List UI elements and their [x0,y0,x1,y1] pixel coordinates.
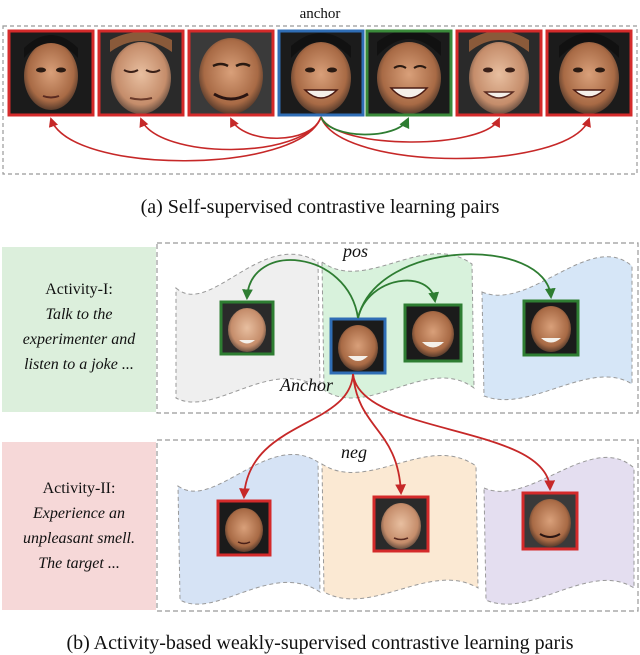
face-image [522,299,580,357]
face-image [365,29,453,117]
face-image [7,29,95,117]
activity1-line: Talk to the [45,306,113,323]
activity1-title: Activity-I: [45,281,113,298]
face-image [219,300,275,356]
face-image [187,29,275,117]
positive-arrow [320,116,410,136]
negative-arrow [352,373,406,496]
face-image [277,29,365,117]
negative-arrows [239,373,556,500]
activity2-line: The target ... [38,555,120,572]
pos-label: pos [343,241,369,261]
activity2-line: Experience an [33,505,125,522]
face-image [455,29,543,117]
negative-arrow [230,116,322,140]
caption-a: (a) Self-supervised contrastive learning… [140,196,500,218]
negative-arrow [320,116,500,143]
positive-arrows [242,253,556,319]
negative-arrow [48,116,322,162]
positive-arrow [357,253,556,319]
anchor-face-image [329,317,387,375]
panel-b [156,242,639,612]
negative-arrow [320,116,591,160]
negative-arrow [352,373,556,492]
panel-a [2,25,638,175]
activity2-box: Activity-II: Experience an unpleasant sm… [2,442,156,610]
activity2-title: Activity-II: [42,480,116,497]
negative-arrows [48,116,591,162]
face-image [521,491,579,551]
face-image [216,499,272,557]
face-image [545,29,633,117]
activity1-line: experimenter and [22,331,136,348]
activity2-region-border [156,439,639,612]
face-strip [7,29,633,117]
positive-arrow [242,259,359,319]
face-image [97,29,185,117]
face-image [403,303,463,363]
face-image [372,495,430,553]
activity1-box: Activity-I: Talk to the experimenter and… [2,247,156,412]
panel-a-border [2,25,638,175]
negative-arrow [239,373,354,500]
caption-b: (b) Activity-based weakly-supervised con… [66,632,574,654]
neg-label: neg [341,442,367,462]
activity1-line: listen to a joke ... [24,356,134,373]
anchor-label-b: Anchor [280,375,333,395]
negative-arrow [139,116,322,151]
activity2-line: unpleasant smell. [23,530,135,547]
anchor-label: anchor [299,6,341,22]
